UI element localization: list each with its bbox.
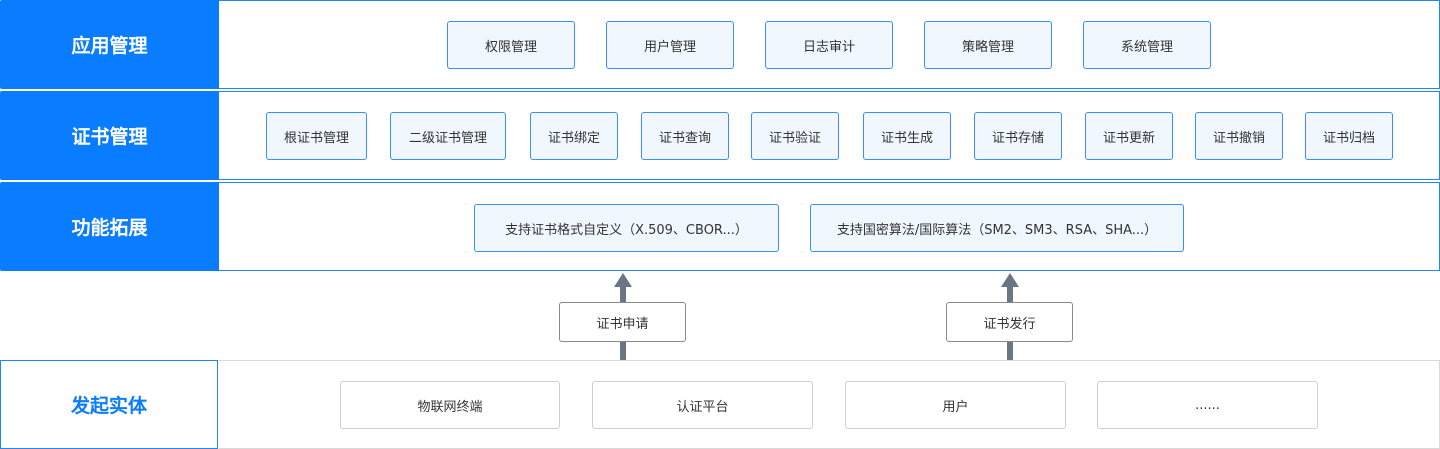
flow-label-apply: 证书申请 [559,302,686,342]
apply-arrow-head [614,273,632,287]
chip-cert-generate: 证书生成 [863,112,951,160]
chip-user-management: 用户管理 [606,21,734,69]
chip-secondary-cert-management: 二级证书管理 [390,112,506,160]
issue-arrow-head [1001,273,1019,287]
layer-label-entity: 发起实体 [0,360,218,449]
chip-log-audit: 日志审计 [765,21,893,69]
chip-system-management: 系统管理 [1083,21,1211,69]
chip-cert-storage: 证书存储 [974,112,1062,160]
entity-user: 用户 [845,381,1066,429]
chip-crypto-algorithms: 支持国密算法/国际算法（SM2、SM3、RSA、SHA...） [810,204,1184,252]
chip-cert-update: 证书更新 [1085,112,1173,160]
chip-cert-binding: 证书绑定 [530,112,618,160]
layer-panel-entity: 物联网终端 认证平台 用户 ...... [219,360,1440,449]
layer-label-extension: 功能拓展 [0,182,219,271]
layer-panel-certificate: 根证书管理 二级证书管理 证书绑定 证书查询 证书验证 证书生成 证书存储 证书… [219,91,1440,180]
flow-label-issue: 证书发行 [946,302,1073,342]
entity-auth-platform: 认证平台 [592,381,813,429]
layer-application: 应用管理 权限管理 用户管理 日志审计 策略管理 系统管理 [0,0,1440,89]
layer-label-application: 应用管理 [0,0,219,89]
entity-more: ...... [1097,381,1318,429]
chip-cert-revoke: 证书撤销 [1195,112,1283,160]
chip-policy-management: 策略管理 [924,21,1052,69]
layer-entity: 发起实体 物联网终端 认证平台 用户 ...... [0,360,1440,449]
entity-iot-terminal: 物联网终端 [340,381,560,429]
layer-label-certificate: 证书管理 [0,91,219,180]
chip-root-cert-management: 根证书管理 [266,112,367,160]
layer-extension: 功能拓展 支持证书格式自定义（X.509、CBOR...） 支持国密算法/国际算… [0,182,1440,271]
chip-cert-query: 证书查询 [641,112,729,160]
chip-custom-cert-format: 支持证书格式自定义（X.509、CBOR...） [474,204,779,252]
layer-panel-extension: 支持证书格式自定义（X.509、CBOR...） 支持国密算法/国际算法（SM2… [219,182,1440,271]
chip-cert-verify: 证书验证 [751,112,839,160]
chip-cert-archive: 证书归档 [1305,112,1393,160]
layer-certificate: 证书管理 根证书管理 二级证书管理 证书绑定 证书查询 证书验证 证书生成 证书… [0,91,1440,180]
layer-panel-application: 权限管理 用户管理 日志审计 策略管理 系统管理 [219,0,1440,89]
chip-permission-management: 权限管理 [447,21,575,69]
